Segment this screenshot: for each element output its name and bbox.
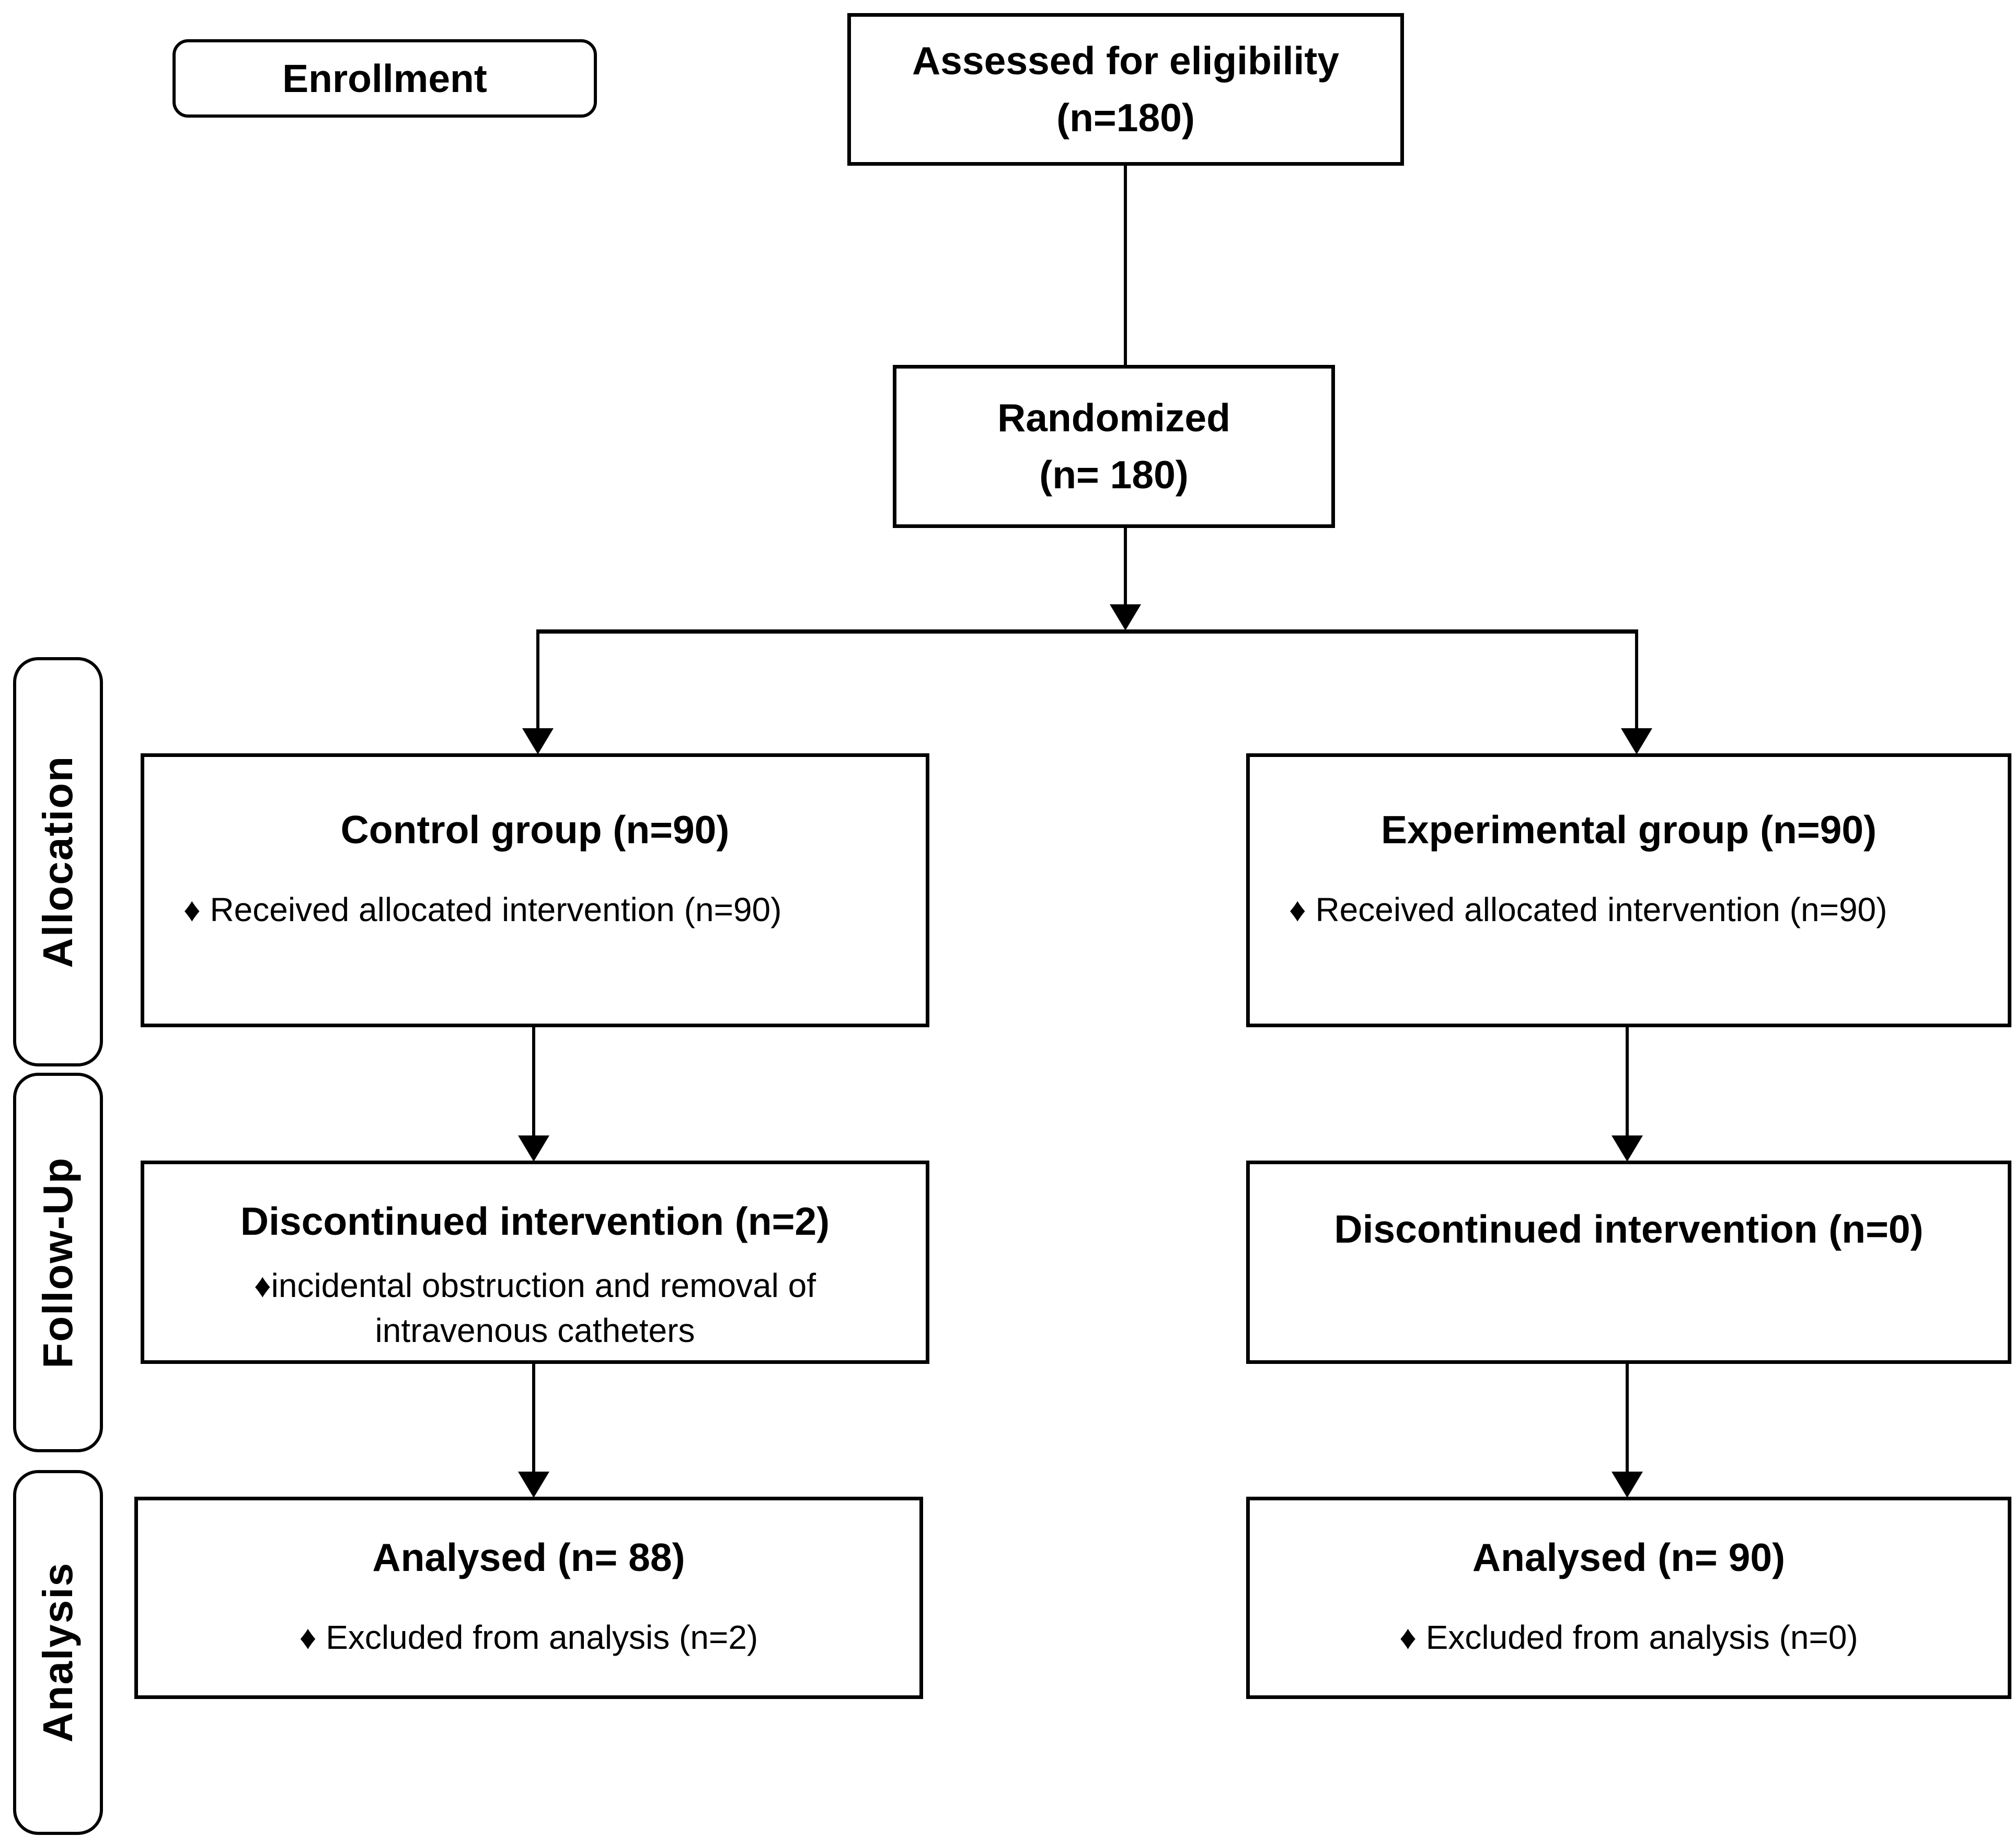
stage-label-analysis: Analysis (13, 1470, 103, 1835)
connector-randomized-split (1124, 528, 1127, 606)
analysed-control-box: Analysed (n= 88) ♦ Excluded from analysi… (134, 1497, 923, 1699)
assessed-line2: (n=180) (1056, 96, 1195, 140)
arrowhead-experimental-icon (1621, 728, 1652, 754)
stage-label-follow-up: Follow-Up (13, 1073, 103, 1452)
randomized-box: Randomized (n= 180) (893, 365, 1335, 528)
connector-discontinued-analysed-control (532, 1364, 535, 1473)
connector-assessed-randomized (1124, 166, 1127, 365)
arrowhead-discontinued-experimental-icon (1612, 1135, 1643, 1162)
experimental-group-bullet: ♦ Received allocated intervention (n=90) (1289, 890, 1888, 928)
control-group-bullet: ♦ Received allocated intervention (n=90) (183, 890, 782, 928)
connector-discontinued-analysed-experimental (1626, 1364, 1629, 1473)
discontinued-control-bullet: ♦incidental obstruction and removal of i… (254, 1266, 816, 1350)
analysed-experimental-bullet: ♦ Excluded from analysis (n=0) (1399, 1618, 1858, 1656)
arrowhead-control-icon (522, 728, 554, 754)
assessed-box: Assessed for eligibility (n=180) (847, 13, 1404, 166)
stage-label-allocation-text: Allocation (34, 755, 81, 968)
connector-split-experimental (1635, 634, 1638, 729)
enrollment-label: Enrollment (282, 56, 487, 100)
arrowhead-discontinued-control-icon (518, 1135, 549, 1162)
experimental-group-box: Experimental group (n=90) ♦ Received all… (1246, 753, 2011, 1027)
analysed-experimental-box: Analysed (n= 90) ♦ Excluded from analysi… (1246, 1497, 2011, 1699)
split-line (536, 629, 1638, 634)
discontinued-experimental-box: Discontinued intervention (n=0) (1246, 1161, 2011, 1364)
arrowhead-analysed-control-icon (518, 1472, 549, 1498)
stage-label-analysis-text: Analysis (34, 1562, 81, 1743)
randomized-line2: (n= 180) (1039, 453, 1189, 497)
experimental-group-heading: Experimental group (n=90) (1380, 808, 1877, 852)
assessed-line1: Assessed for eligibility (912, 39, 1339, 83)
stage-label-follow-up-text: Follow-Up (34, 1156, 81, 1369)
discontinued-experimental-heading: Discontinued intervention (n=0) (1334, 1207, 1924, 1251)
connector-experimental-discontinued (1626, 1027, 1629, 1137)
arrowhead-analysed-experimental-icon (1612, 1472, 1643, 1498)
control-group-box: Control group (n=90) ♦ Received allocate… (141, 753, 929, 1027)
stage-label-allocation: Allocation (13, 657, 103, 1066)
arrowhead-randomized-split-icon (1110, 604, 1141, 630)
analysed-experimental-heading: Analysed (n= 90) (1472, 1535, 1786, 1579)
control-group-heading: Control group (n=90) (340, 808, 730, 852)
analysed-control-heading: Analysed (n= 88) (372, 1535, 685, 1579)
connector-control-discontinued (532, 1027, 535, 1137)
randomized-line1: Randomized (997, 396, 1230, 440)
discontinued-control-heading: Discontinued intervention (n=2) (240, 1199, 830, 1243)
connector-split-control (536, 634, 539, 729)
analysed-control-bullet: ♦ Excluded from analysis (n=2) (299, 1618, 758, 1656)
discontinued-control-box: Discontinued intervention (n=2) ♦inciden… (141, 1161, 929, 1364)
enrollment-label-box: Enrollment (172, 39, 597, 118)
